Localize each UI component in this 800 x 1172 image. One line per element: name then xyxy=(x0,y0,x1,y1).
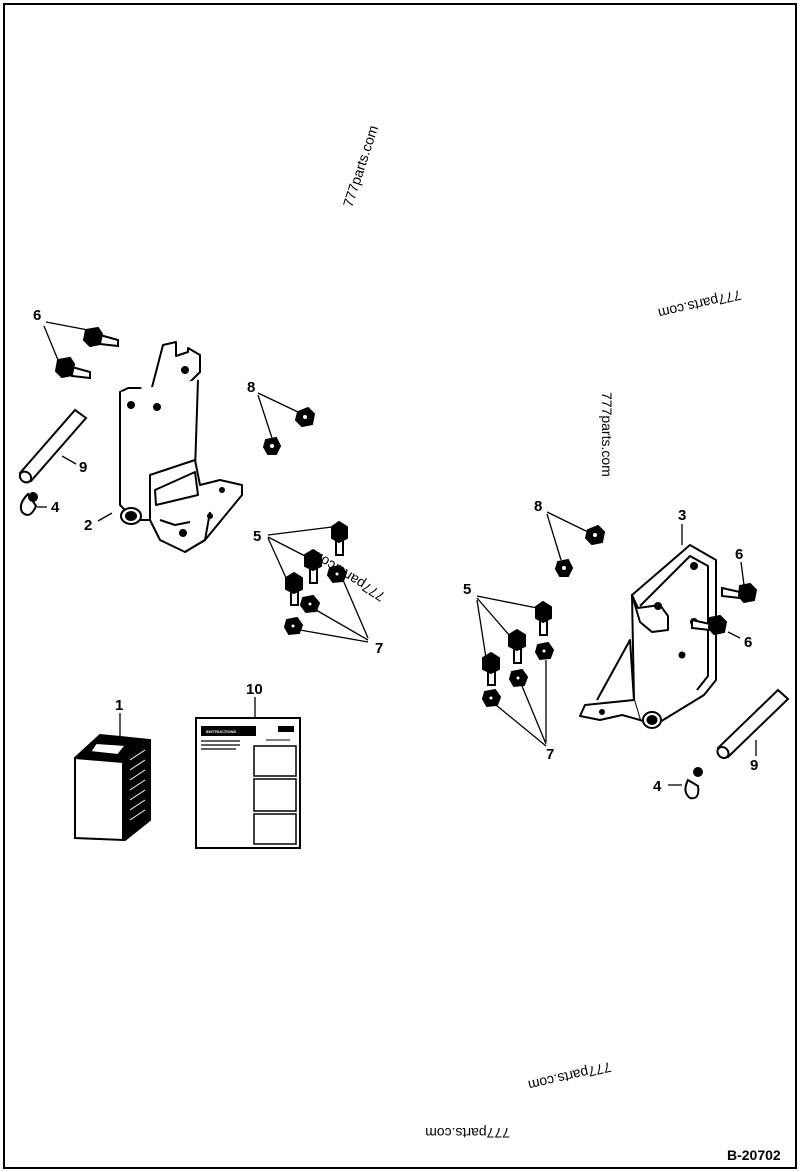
callout-4-left: 4 xyxy=(51,499,60,516)
decal-package xyxy=(73,733,151,842)
right-mount-bolts xyxy=(691,582,758,636)
callout-7-right: 7 xyxy=(546,746,554,763)
callout-6-right-top: 6 xyxy=(735,546,743,563)
diagram-border xyxy=(3,3,797,1169)
callout-8-left: 8 xyxy=(247,379,255,396)
left-mount-bracket xyxy=(119,341,243,553)
callout-8-right: 8 xyxy=(534,498,542,515)
callout-6-right-bottom: 6 xyxy=(744,634,752,651)
watermark: 777parts.com xyxy=(599,392,615,477)
instruction-header-bar xyxy=(201,726,256,736)
left-hardware-cluster xyxy=(283,520,348,636)
watermark: 777parts.com xyxy=(425,1125,510,1141)
callout-9-right: 9 xyxy=(750,757,758,774)
right-pivot-pin xyxy=(716,688,790,760)
leader-lines xyxy=(37,321,757,786)
right-mount-bracket xyxy=(579,544,717,729)
callout-2: 2 xyxy=(84,517,92,534)
left-bracket-nuts xyxy=(262,406,316,455)
watermark: 777parts.com xyxy=(657,287,743,322)
callout-4-right: 4 xyxy=(653,778,662,795)
watermark: 777parts.com xyxy=(527,1059,613,1094)
callout-1: 1 xyxy=(115,697,123,714)
callout-6-left: 6 xyxy=(33,307,41,324)
callout-10: 10 xyxy=(246,681,263,698)
callout-3: 3 xyxy=(678,507,686,524)
left-lynch-pin xyxy=(19,492,38,516)
right-hardware-cluster xyxy=(481,600,555,708)
left-pivot-pin xyxy=(18,408,88,484)
right-bracket-nuts xyxy=(554,524,606,577)
callout-9-left: 9 xyxy=(79,459,87,476)
right-lynch-pin xyxy=(684,767,703,800)
callout-5-left: 5 xyxy=(253,528,261,545)
document-id: B-20702 xyxy=(727,1147,781,1163)
left-mount-bolts xyxy=(54,326,119,380)
instruction-heading: INSTRUCTIONS xyxy=(206,729,236,734)
callout-7-left: 7 xyxy=(375,640,383,657)
callout-5-right: 5 xyxy=(463,581,471,598)
instruction-sheet: INSTRUCTIONS xyxy=(195,717,301,849)
watermark: 777parts.com xyxy=(340,123,381,209)
